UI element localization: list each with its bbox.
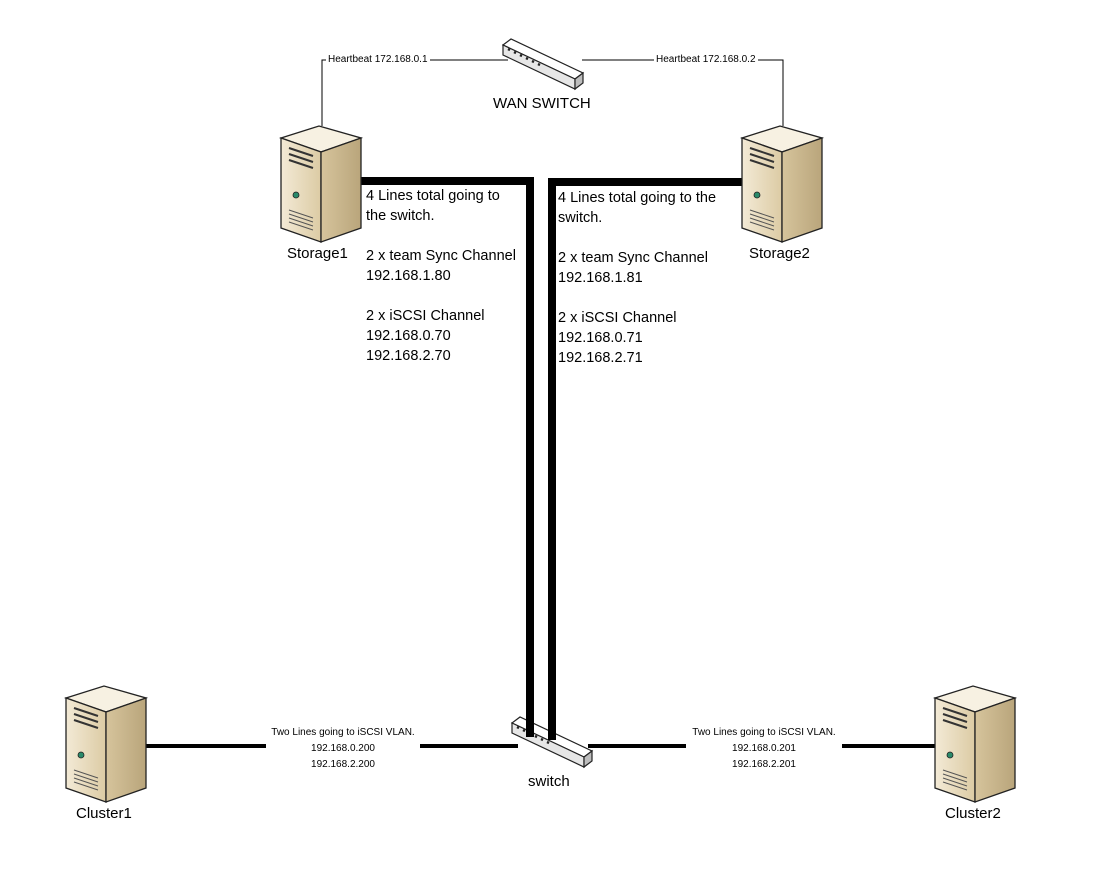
cluster2-label: Cluster2 [945,805,1001,822]
storage2-note-line1: 4 Lines total going to the [558,190,717,206]
storage1-iscsi-ip1: 192.168.0.70 [366,328,451,344]
cluster2-link-title: Two Lines going to iSCSI VLAN. [692,727,836,738]
storage1-iscsi-title: 2 x iSCSI Channel [366,308,485,324]
storage2-note-line2: switch. [558,210,603,226]
storage1-sync-ip: 192.168.1.80 [366,268,451,284]
storage1-trunk-line [358,177,534,737]
storage2-trunk-line [548,178,748,737]
storage1-note-line1: 4 Lines total going to [366,188,500,204]
storage1-iscsi-ip2: 192.168.2.70 [366,348,451,364]
cluster1-link-label: Two Lines going to iSCSI VLAN. 192.168.0… [262,725,424,773]
storage1-label: Storage1 [287,245,348,262]
switch-label: switch [528,773,570,790]
storage2-iscsi-title: 2 x iSCSI Channel [558,310,677,326]
storage2-sync-ip: 192.168.1.81 [558,270,643,286]
heartbeat-link-right [582,59,784,126]
storage2-label: Storage2 [749,245,810,262]
heartbeat-link-left [321,59,508,126]
cluster1-link-ip2: 192.168.2.200 [311,759,375,770]
cluster1-link-ip1: 192.168.0.200 [311,743,375,754]
storage2-iscsi-ip1: 192.168.0.71 [558,330,643,346]
storage2-iscsi-ip2: 192.168.2.71 [558,350,643,366]
cluster2-link-label: Two Lines going to iSCSI VLAN. 192.168.0… [683,725,845,773]
cluster1-server-icon[interactable] [65,685,147,803]
wan-switch-icon[interactable] [501,37,585,91]
cluster1-link-title: Two Lines going to iSCSI VLAN. [271,727,415,738]
cluster2-link-ip2: 192.168.2.201 [732,759,796,770]
storage2-server-icon[interactable] [741,125,823,243]
wan-switch-label: WAN SWITCH [493,95,591,112]
storage1-server-icon[interactable] [280,125,362,243]
heartbeat-left-label: Heartbeat 172.168.0.1 [326,54,430,65]
storage1-sync-title: 2 x team Sync Channel [366,248,516,264]
storage1-note: 4 Lines total going to the switch. 2 x t… [366,186,516,366]
storage1-note-line2: the switch. [366,208,435,224]
cluster2-link-ip1: 192.168.0.201 [732,743,796,754]
cluster1-label: Cluster1 [76,805,132,822]
storage2-sync-title: 2 x team Sync Channel [558,250,708,266]
heartbeat-right-label: Heartbeat 172.168.0.2 [654,54,758,65]
cluster2-server-icon[interactable] [934,685,1016,803]
storage2-note: 4 Lines total going to the switch. 2 x t… [558,188,716,368]
